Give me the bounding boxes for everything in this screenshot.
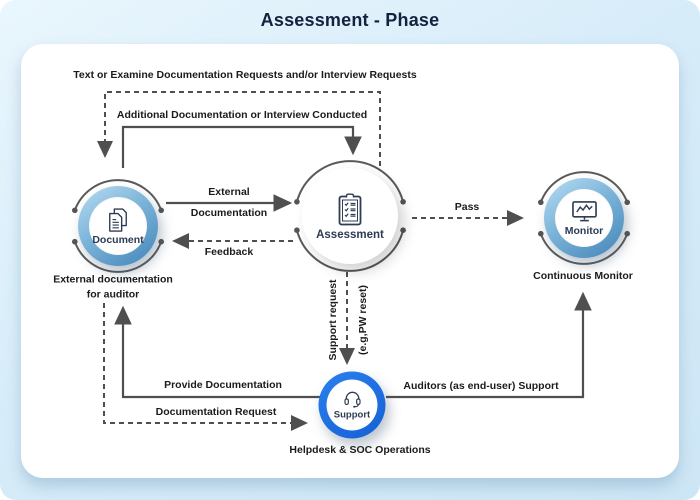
label-support-request-line1: Support request xyxy=(327,279,339,361)
label-external-line1: External xyxy=(208,186,250,198)
monitor-ring: Monitor xyxy=(544,178,624,258)
assessment-node-label: Assessment xyxy=(316,228,384,241)
document-node-label: Document xyxy=(92,233,144,246)
label-additional-documentation: Additional Documentation or Interview Co… xyxy=(116,109,368,121)
monitor-node-label: Monitor xyxy=(564,225,604,237)
monitor-caption: Continuous Monitor xyxy=(533,270,633,282)
support-caption: Helpdesk & SOC Operations xyxy=(289,444,431,456)
document-ring: Document xyxy=(78,186,158,266)
label-support-request-line2: (e.g,PW reset) xyxy=(357,284,369,356)
assessment-node-arc xyxy=(295,160,405,272)
document-icon xyxy=(109,207,127,232)
label-provide-documentation: Provide Documentation xyxy=(164,379,282,391)
assessment-node-arc-dots xyxy=(294,199,406,233)
document-caption: External documentation for auditor xyxy=(53,273,173,301)
monitor-node-arc-dots xyxy=(538,199,630,237)
label-feedback: Feedback xyxy=(204,246,254,258)
node-document: Document xyxy=(78,186,158,266)
support-node-label: Support xyxy=(333,409,371,421)
page-title: Assessment - Phase xyxy=(260,10,440,30)
monitor-node-arc xyxy=(539,171,629,265)
edge-additional-documentation xyxy=(121,125,362,168)
label-pass: Pass xyxy=(454,201,480,213)
edge-provide-documentation xyxy=(114,305,320,399)
node-assessment: Assessment xyxy=(302,168,398,264)
label-text-or-examine: Text or Examine Documentation Requests a… xyxy=(73,69,417,81)
edge-text-or-examine xyxy=(97,91,381,166)
support-ring: Support xyxy=(318,371,386,439)
assessment-icon xyxy=(338,193,362,225)
node-monitor: Monitor xyxy=(544,178,624,258)
label-external-line2: Documentation xyxy=(190,207,268,219)
edge-documentation-request xyxy=(103,303,308,431)
node-support: Support xyxy=(318,371,386,439)
monitor-icon xyxy=(571,201,597,222)
document-node-arc-dots xyxy=(72,207,164,245)
edge-auditors-support xyxy=(386,291,592,399)
document-node-arc xyxy=(73,179,163,273)
label-auditors-support: Auditors (as end-user) Support xyxy=(403,380,559,392)
label-documentation-request: Documentation Request xyxy=(155,406,277,418)
support-headset-icon xyxy=(343,391,361,408)
